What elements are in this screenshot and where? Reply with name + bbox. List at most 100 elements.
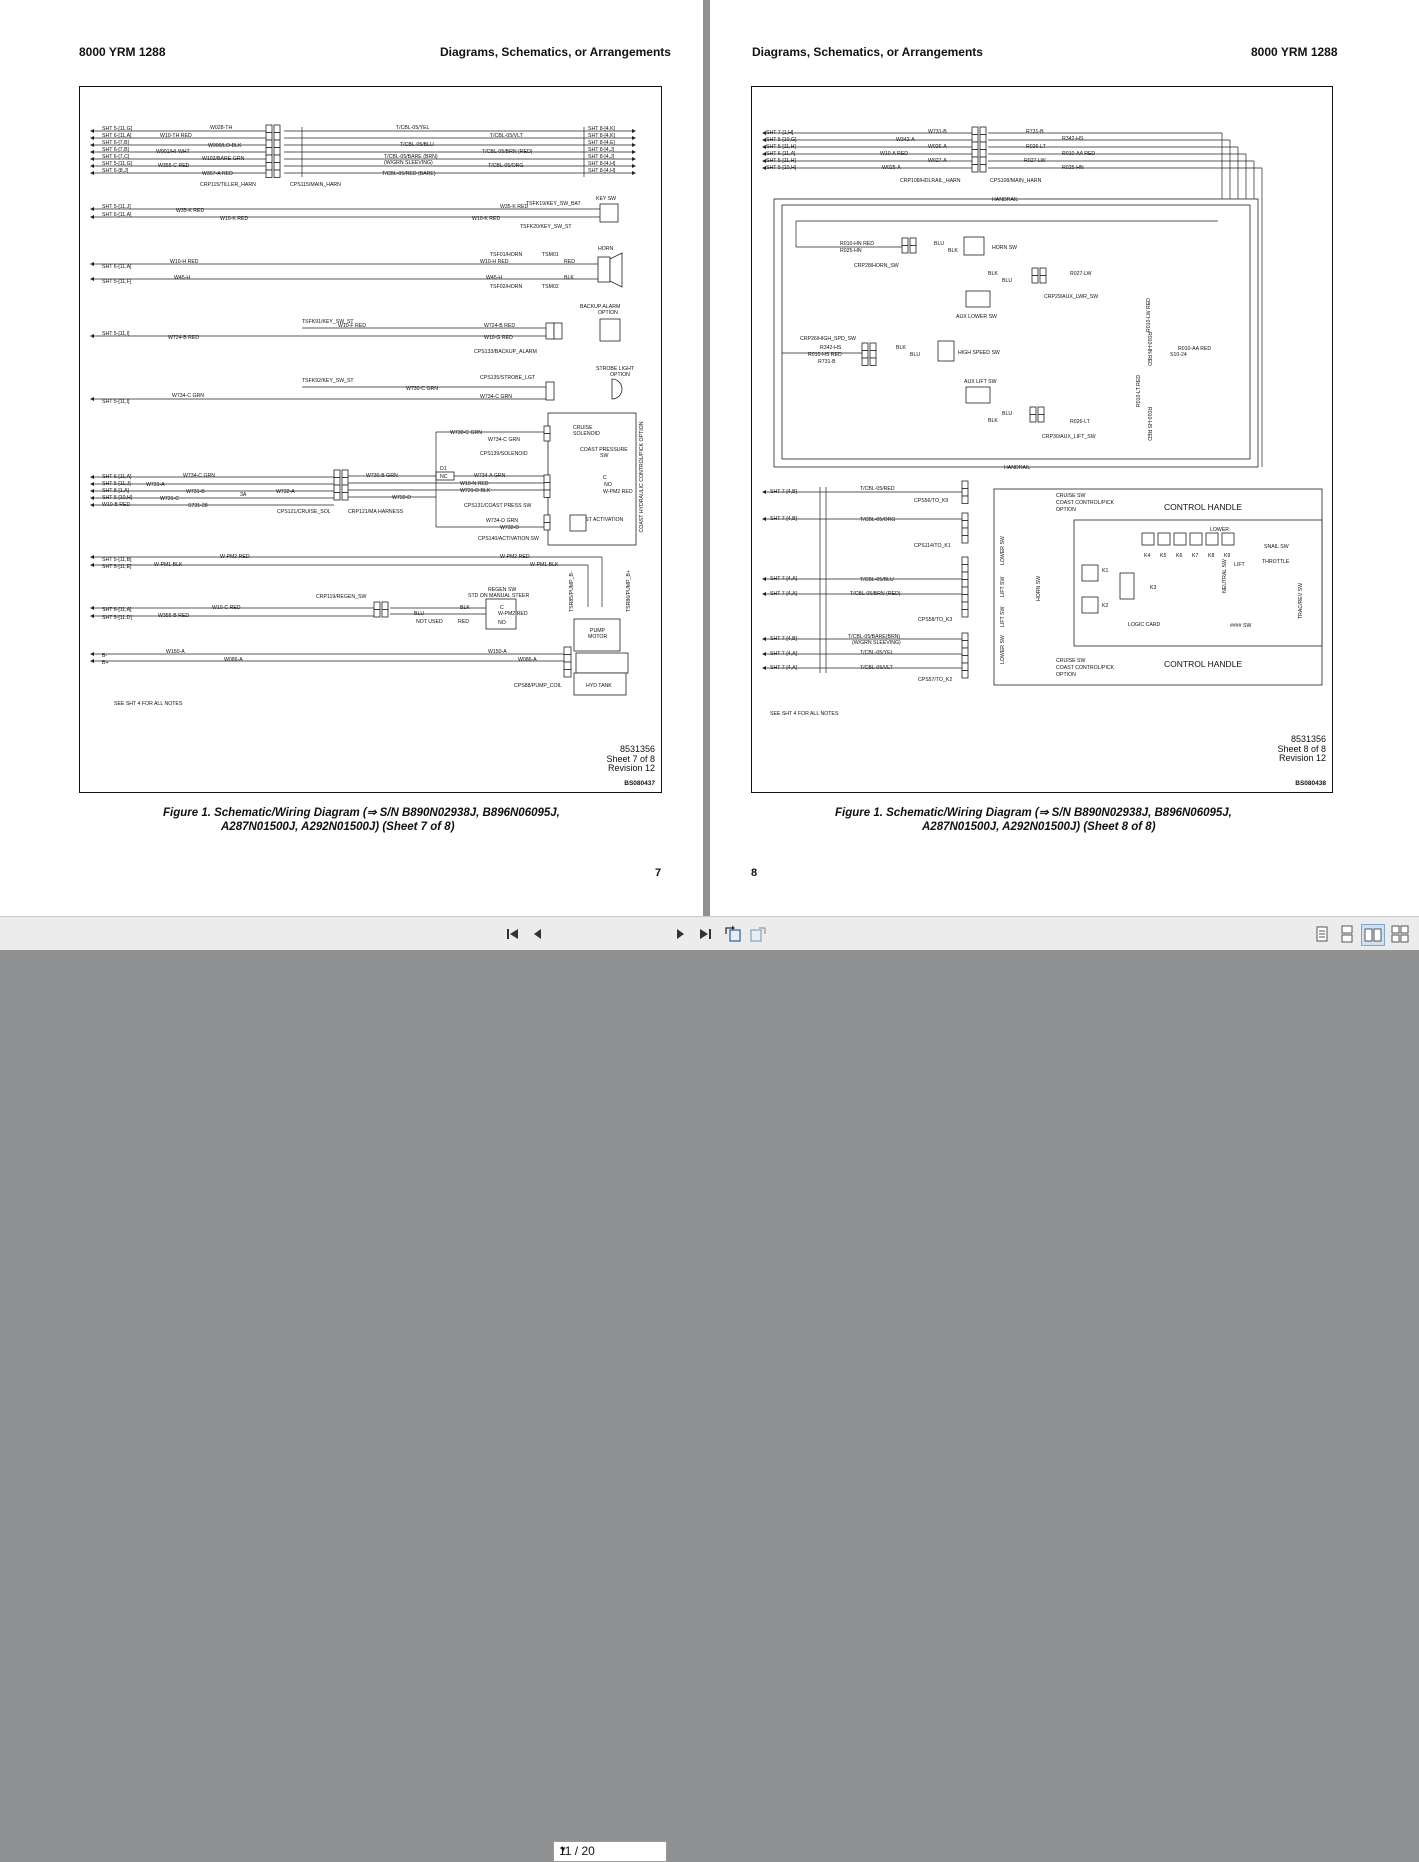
arrow-icon (762, 166, 766, 170)
schematic-label: K3 (1150, 585, 1156, 591)
arrow-icon (632, 164, 636, 168)
component-box (937, 340, 955, 362)
schematic-label: CPS115/MAIN_HARN (290, 182, 341, 188)
two-page-view-icon[interactable] (1361, 924, 1385, 946)
schematic-label: SHT 6-[7,B] (102, 147, 130, 153)
arrow-icon (90, 614, 94, 618)
arrow-icon (90, 143, 94, 147)
schematic-diagram: SHT 5-[11,G]SHT 8-[4,K]SHT 6-[11,A]SHT 8… (90, 124, 645, 707)
page-number-input[interactable]: 11 / 20 ▼ (553, 1841, 667, 1862)
component-box (961, 594, 969, 603)
schematic-label: T/CBL-05/ORG (488, 163, 523, 169)
schematic-label: SHT 8-[4,J] (588, 147, 615, 153)
component-box (961, 495, 969, 504)
schematic-label: NEUTRAL SW (1222, 559, 1228, 593)
schematic-label: T/CBL-05/BRN (RED) (850, 591, 901, 597)
arrow-icon (90, 489, 94, 493)
schematic-label: W734-D GRN (486, 518, 518, 524)
component-box (961, 480, 969, 489)
rotate-icon[interactable] (724, 925, 742, 943)
schematic-label: W731-D BLK (460, 488, 491, 494)
schematic-label: SHT 6-[7,B] (102, 140, 130, 146)
schematic-label: BLU (910, 352, 920, 358)
schematic-label: W10-C RED (212, 605, 241, 611)
schematic-label: B+ (102, 660, 109, 666)
schematic-label: NO (604, 482, 612, 488)
schematic-label: LIFT SW (1000, 607, 1006, 627)
schematic-label: K7 (1192, 553, 1198, 559)
schematic-label: W10-H RED (480, 259, 509, 265)
schematic-label: SHT 7-[1,H] (766, 130, 794, 136)
schematic-label: R342-HS (1062, 136, 1084, 142)
schematic-label: OPTION (610, 372, 630, 378)
component-box (1141, 532, 1155, 546)
schematic-label: K6 (1176, 553, 1182, 559)
component-box (961, 632, 969, 641)
two-page-continuous-view-icon[interactable] (1391, 925, 1409, 943)
schematic-label: BLU (1002, 278, 1012, 284)
component-box (1081, 564, 1099, 582)
schematic-label: BLU (934, 241, 944, 247)
schematic-label: TSF02/HORN (490, 284, 523, 290)
schematic-label: W731-B (186, 489, 205, 495)
schematic-label: R027-LW (1070, 271, 1092, 277)
schematic-label: R010-HN RED (840, 241, 874, 247)
arrow-icon (632, 143, 636, 147)
schematic-label: CPS56/TO_K9 (914, 498, 948, 504)
component-box (961, 535, 969, 544)
component-box (563, 654, 572, 663)
schematic-label: W10-F RED (338, 323, 366, 329)
prev-page-icon[interactable] (529, 925, 547, 943)
first-page-icon[interactable] (504, 925, 522, 943)
sheet-number: Sheet 7 of 8 (606, 753, 655, 764)
single-page-view-icon[interactable] (1313, 925, 1331, 943)
schematic-label: SHT 5-[11,E] (102, 564, 132, 570)
schematic-label: W35-K RED (176, 208, 205, 214)
schematic-label: SHT 7-[4,A] (770, 665, 798, 671)
chevron-down-icon[interactable]: ▼ (559, 1845, 567, 1854)
schematic-label: CRUISE (573, 425, 593, 431)
schematic-label: (W/GRN SLEEVING) (852, 640, 901, 646)
figure-caption: Figure 1. Schematic/Wiring Diagram (⇒ S/… (835, 806, 1232, 834)
next-page-icon[interactable] (671, 925, 689, 943)
schematic-label: TSM01 (542, 252, 559, 258)
schematic-label: W10-H RED (170, 259, 199, 265)
schematic-label: K2 (1102, 603, 1108, 609)
schematic-label: #### SW (1230, 623, 1251, 629)
arrow-icon (762, 577, 766, 581)
document-viewport[interactable]: 8000 YRM 1288 Diagrams, Schematics, or A… (0, 0, 1419, 916)
schematic-label: R010-HS RED (1146, 407, 1152, 441)
component-box (1031, 267, 1039, 276)
schematic-label: BLK (988, 271, 998, 277)
schematic-label: W734-C GRN (480, 394, 512, 400)
component-box (869, 342, 877, 351)
schematic-label: CRP115/TILLER_HARN (200, 182, 256, 188)
component-box (961, 579, 969, 588)
revision: Revision 12 (1278, 753, 1326, 763)
last-page-icon[interactable] (696, 925, 714, 943)
schematic-diagram: SHT 7-[1,H]SHT 5-[10,G]SHT 5-[11,H]SHT 6… (762, 126, 1323, 717)
schematic-label: RED (564, 259, 575, 265)
schematic-label: W-PM2 RED (500, 554, 530, 560)
component-box (979, 156, 987, 165)
schematic-label: SHT 6-[11,A] (102, 212, 132, 218)
schematic-label: W102/BARE-GRN (202, 156, 245, 162)
component-box (373, 609, 381, 618)
schematic-label: LOWER (1210, 527, 1229, 533)
arrow-icon (762, 145, 766, 149)
component-box (961, 647, 969, 656)
component-box (543, 522, 551, 531)
arrow-icon (90, 503, 94, 507)
schematic-label: T/CBL-05/VLT (860, 665, 894, 671)
component-box (861, 350, 869, 359)
schematic-label: W734-C GRN (183, 473, 215, 479)
schematic-label: CPS121/CRUISE_SOL (277, 509, 331, 515)
rotate-alt-icon[interactable] (749, 925, 767, 943)
schematic-label: W35-K RED (500, 204, 529, 210)
schematic-label: LIFT SW (1000, 577, 1006, 597)
schematic-label: W10-G RED (484, 335, 513, 341)
schematic-label: 3A (240, 492, 247, 498)
schematic-label: T/CBL-05/RED (860, 486, 895, 492)
component-box (563, 661, 572, 670)
continuous-view-icon[interactable] (1338, 925, 1356, 943)
